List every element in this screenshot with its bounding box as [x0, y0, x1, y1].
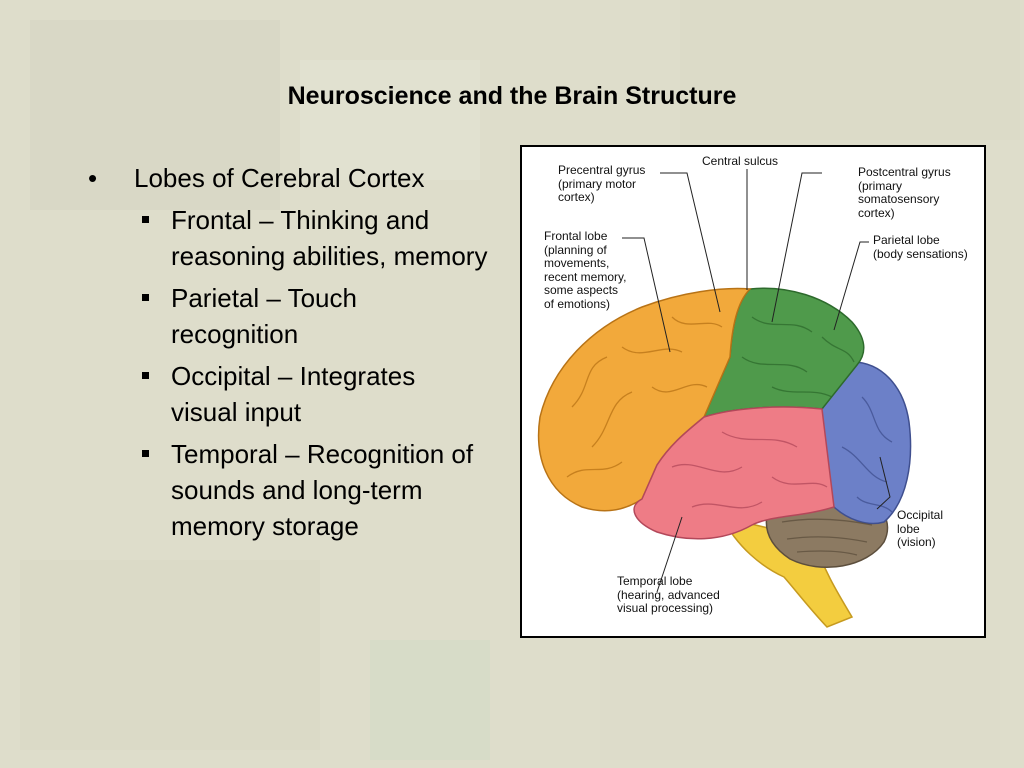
occipital-lobe-region — [817, 361, 912, 525]
brain-diagram: Precentral gyrus (primary motor cortex) … — [520, 145, 986, 638]
sub-bullet-temporal: Temporal – Recognition of sounds and lon… — [134, 436, 488, 544]
sub-bullet-text: Occipital – Integrates visual input — [171, 361, 416, 427]
sub-bullet-text: Temporal – Recognition of sounds and lon… — [171, 439, 474, 541]
square-bullet-icon — [142, 294, 149, 301]
label-temporal-lobe: Temporal lobe (hearing, advanced visual … — [617, 574, 720, 615]
bullet-list: • Lobes of Cerebral Cortex Frontal – Thi… — [88, 160, 488, 550]
sub-bullet-frontal: Frontal – Thinking and reasoning abiliti… — [134, 202, 488, 274]
gyri-texture — [566, 316, 893, 556]
sub-bullet-list: Frontal – Thinking and reasoning abiliti… — [88, 202, 488, 544]
slide-title: Neuroscience and the Brain Structure — [287, 82, 737, 110]
sub-bullet-text: Parietal – Touch recognition — [171, 283, 357, 349]
label-frontal-lobe: Frontal lobe (planning of movements, rec… — [544, 229, 627, 311]
label-central-sulcus: Central sulcus — [702, 154, 779, 168]
square-bullet-icon — [142, 372, 149, 379]
label-parietal-lobe: Parietal lobe (body sensations) — [873, 233, 968, 261]
label-occipital-lobe: Occipital lobe (vision) — [897, 508, 944, 549]
bullet-dot-icon: • — [88, 163, 98, 193]
brain-illustration — [537, 169, 912, 628]
square-bullet-icon — [142, 216, 149, 223]
brainstem-region — [720, 515, 854, 628]
leader-lines — [622, 169, 891, 593]
bullet-text: Lobes of Cerebral Cortex — [134, 163, 425, 193]
bullet-item-lobes: • Lobes of Cerebral Cortex — [88, 160, 488, 196]
sub-bullet-occipital: Occipital – Integrates visual input — [134, 358, 488, 430]
label-postcentral-gyrus: Postcentral gyrus (primary somatosensory… — [858, 165, 951, 220]
temporal-lobe-region — [633, 406, 835, 540]
square-bullet-icon — [142, 450, 149, 457]
sub-bullet-parietal: Parietal – Touch recognition — [134, 280, 488, 352]
sub-bullet-text: Frontal – Thinking and reasoning abiliti… — [171, 205, 488, 271]
label-precentral-gyrus: Precentral gyrus (primary motor cortex) — [558, 163, 646, 204]
